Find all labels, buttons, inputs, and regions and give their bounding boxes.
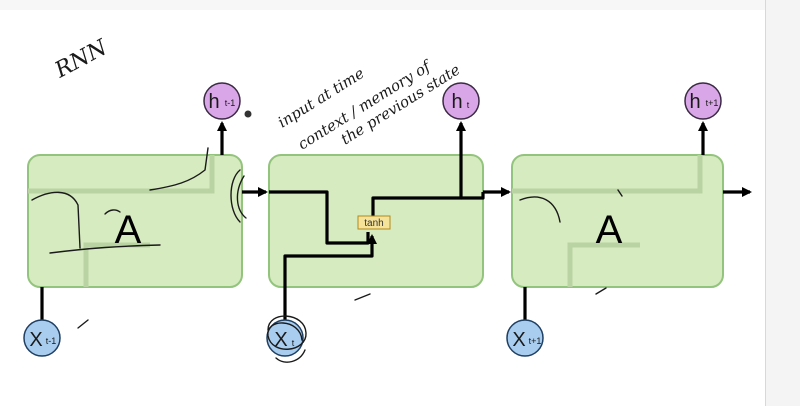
cell-previous-label: A [115, 208, 142, 252]
right-margin-strip [765, 0, 800, 406]
tanh-label: tanh [364, 218, 383, 229]
ink-tick-input [77, 319, 89, 329]
ink-circle-input-current [267, 315, 307, 363]
ink-tick-previous [104, 209, 121, 215]
flow-tanh-output [371, 155, 463, 216]
ink-dot [244, 110, 252, 118]
top-margin-strip [0, 0, 800, 10]
output-next-sub: t+1 [706, 98, 719, 108]
input-node-previous: X t-1 [23, 319, 61, 357]
ink-stroke-previous-top [149, 147, 209, 191]
output-node-previous: h t-1 [203, 82, 241, 120]
input-current-main: X [274, 329, 287, 351]
output-current-main: h [451, 91, 462, 113]
ink-bracket-hidden [230, 169, 247, 223]
tanh-gate [357, 215, 391, 230]
ink-dash-middle [354, 293, 371, 301]
rnn-cell-previous [27, 154, 243, 288]
cell-next-inner-path [512, 155, 703, 194]
ink-scribble-cell-previous [31, 191, 161, 254]
output-node-next: h t+1 [684, 82, 722, 120]
ink-scribble-cell-next [519, 189, 623, 295]
input-current-sub: t [292, 338, 295, 348]
flow-tanh-to-next [461, 192, 485, 200]
output-current-sub: t [467, 100, 470, 110]
output-previous-main: h [208, 91, 219, 113]
output-node-current: h t [442, 82, 480, 120]
handwritten-title: RNN [50, 35, 112, 84]
input-next-main: X [512, 329, 525, 351]
output-next-main: h [689, 91, 700, 113]
cell-next-label: A [596, 208, 623, 252]
input-previous-main: X [29, 329, 42, 351]
input-next-sub: t+1 [529, 336, 542, 346]
cell-previous-inner-input [83, 242, 150, 287]
cell-next-inner-input [567, 242, 640, 287]
cell-previous-inner-path [28, 155, 215, 194]
output-previous-sub: t-1 [225, 98, 236, 108]
input-previous-sub: t-1 [46, 336, 57, 346]
rnn-cell-next [511, 154, 724, 288]
input-node-next: X t+1 [506, 319, 544, 357]
flow-input-into-tanh [283, 234, 377, 320]
